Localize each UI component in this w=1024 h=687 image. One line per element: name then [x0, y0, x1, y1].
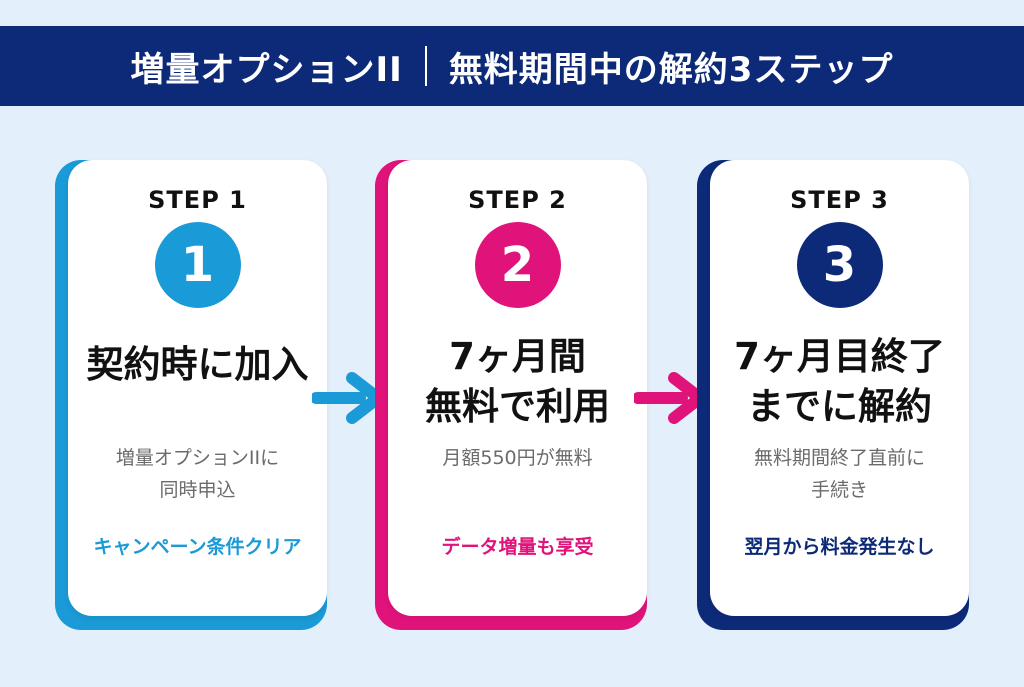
step-3-desc-line2: 手続き: [810, 479, 868, 501]
step-2-highlight: データ増量も享受: [441, 536, 594, 558]
step-1-title: 契約時に加入: [68, 340, 327, 390]
step-2-label: STEP 2: [468, 186, 567, 214]
step-3-label: STEP 3: [790, 186, 889, 214]
step-1-description: 増量オプションIIに 同時申込: [68, 442, 327, 506]
step-3-title: 7ヶ月目終了 までに解約: [710, 332, 969, 432]
step-3-desc-line1: 無料期間終了直前に: [753, 447, 925, 469]
header-separator: [424, 46, 427, 86]
header-title-right: 無料期間中の解約3ステップ: [448, 49, 894, 90]
step-card-3: STEP 3 3 7ヶ月目終了 までに解約 無料期間終了直前に 手続き 翌月から…: [697, 160, 969, 630]
step-1-label: STEP 1: [148, 186, 247, 214]
step-3-number-badge: 3: [796, 222, 883, 308]
header-title-left: 増量オプションII: [130, 49, 403, 90]
step-2-title-line1: 7ヶ月間: [449, 335, 586, 378]
step-1-highlight: キャンペーン条件クリア: [93, 536, 302, 558]
step-1-desc-line1: 増量オプションIIに: [115, 447, 280, 469]
step-3-title-line2: までに解約: [747, 385, 932, 428]
step-2-title-line2: 無料で利用: [425, 385, 610, 428]
step-3-highlight: 翌月から料金発生なし: [744, 536, 935, 558]
step-1-desc-line2: 同時申込: [159, 479, 236, 501]
step-2-title: 7ヶ月間 無料で利用: [388, 332, 647, 432]
step-card-3-body: STEP 3 3 7ヶ月目終了 までに解約 無料期間終了直前に 手続き 翌月から…: [710, 160, 969, 616]
step-2-desc-line1: 月額550円が無料: [442, 447, 593, 469]
step-card-1: STEP 1 1 契約時に加入 増量オプションIIに 同時申込 キャンペーン条件…: [55, 160, 327, 630]
step-1-title-line1: 契約時に加入: [86, 343, 309, 386]
step-card-1-body: STEP 1 1 契約時に加入 増量オプションIIに 同時申込 キャンペーン条件…: [68, 160, 327, 616]
header-banner: 増量オプションII 無料期間中の解約3ステップ: [0, 26, 1024, 106]
step-card-2-body: STEP 2 2 7ヶ月間 無料で利用 月額550円が無料 データ増量も享受: [388, 160, 647, 616]
step-card-2: STEP 2 2 7ヶ月間 無料で利用 月額550円が無料 データ増量も享受: [375, 160, 647, 630]
step-1-number-badge: 1: [154, 222, 241, 308]
step-2-description: 月額550円が無料: [388, 442, 647, 474]
step-3-description: 無料期間終了直前に 手続き: [710, 442, 969, 506]
step-2-number-badge: 2: [474, 222, 561, 308]
step-3-title-line1: 7ヶ月目終了: [734, 335, 945, 378]
